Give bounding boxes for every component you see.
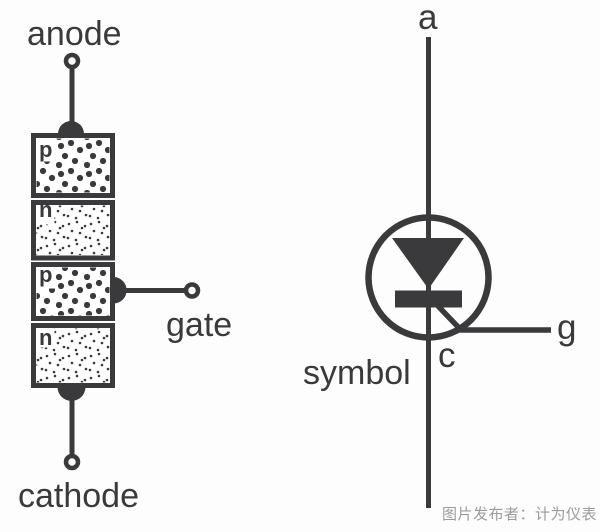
layer-p2-label: p — [39, 262, 53, 287]
symbol-circle — [365, 214, 492, 341]
layer-n1-label-clearing — [36, 205, 55, 225]
symbol-cathode-bar — [395, 290, 462, 308]
layer-n1-label: n — [39, 197, 53, 222]
structure-diagram — [31, 52, 201, 471]
gate-terminal — [183, 282, 201, 299]
layer-p1-label: p — [39, 137, 53, 162]
layer-p2-label-clearing — [36, 267, 56, 289]
anode-contact-bump — [58, 121, 84, 134]
anode-terminal — [63, 52, 81, 70]
cathode-terminal — [63, 453, 81, 471]
gate-contact-bump — [114, 277, 127, 304]
gate-label: gate — [166, 306, 233, 344]
watermark-text: 图片发布者：计为仪表 — [442, 506, 598, 523]
symbol-gate-line — [436, 304, 551, 333]
symbol-triangle — [392, 238, 464, 289]
layer-n2-label-clearing — [36, 328, 55, 348]
symbol-caption: symbol — [303, 354, 411, 392]
cathode-label: cathode — [18, 477, 139, 515]
symbol-cathode-letter: c — [438, 336, 456, 375]
symbol-anode-letter: a — [418, 0, 438, 37]
symbol-gate-letter: g — [557, 308, 577, 347]
layer-n2-label: n — [39, 325, 53, 350]
anode-label: anode — [27, 15, 122, 53]
symbol-diagram — [365, 37, 551, 508]
layer-p1-label-clearing — [36, 138, 56, 162]
